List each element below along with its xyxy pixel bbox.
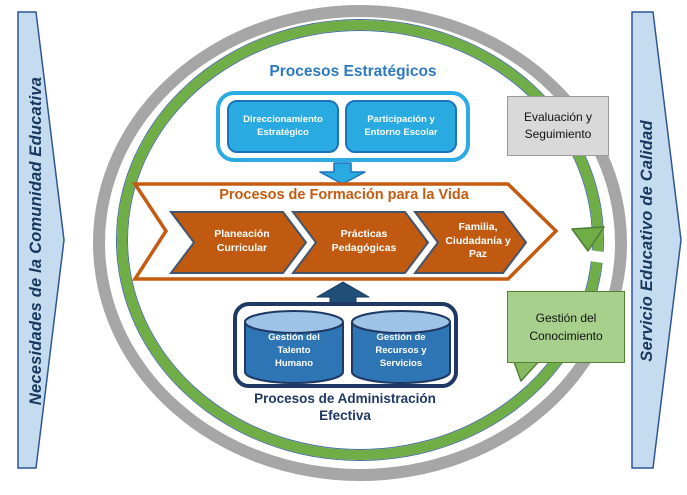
formation-chevrons: [168, 211, 528, 274]
strategic-box-participacion: Participación y Entorno Escolar: [345, 100, 457, 153]
strategic-box-direccionamiento: Direccionamiento Estratégico: [227, 100, 339, 153]
chevron-label-planeacion: Planeación Curricular: [214, 228, 270, 254]
cylinder-recursos-servicios: [351, 310, 451, 384]
administration-title: Procesos de Administración Efectiva: [254, 391, 436, 423]
inner-green-ring: [117, 20, 603, 460]
down-arrow-icon: [319, 162, 366, 185]
chevron-planeacion: [168, 211, 308, 274]
cylinder-label-recursos: Gestión de Recursos y Servicios: [375, 332, 427, 369]
knowledge-callout: Gestión del Conocimiento: [507, 291, 625, 363]
left-banner-label: Necesidades de la Comunidad Educativa: [27, 76, 45, 406]
chevron-label-familia: Familia, Ciudadanía y Paz: [445, 221, 511, 261]
right-banner-label: Servicio Educativo de Calidad: [638, 120, 656, 362]
cylinder-label-talento: Gestión del Talento Humano: [268, 332, 320, 369]
cylinder-talento-humano: [244, 310, 344, 384]
left-input-banner: [17, 11, 65, 469]
strategic-title: Procesos Estratégicos: [269, 63, 437, 80]
chevron-familia: [412, 211, 528, 274]
evaluation-callout: Evaluación y Seguimiento: [507, 96, 609, 156]
chevron-practicas: [290, 211, 430, 274]
green-flow-arrowhead-icon: [571, 226, 605, 252]
right-output-banner: [631, 11, 682, 469]
formation-title: Procesos de Formación para la Vida: [219, 187, 469, 203]
chevron-label-practicas: Prácticas Pedagógicas: [331, 228, 397, 254]
